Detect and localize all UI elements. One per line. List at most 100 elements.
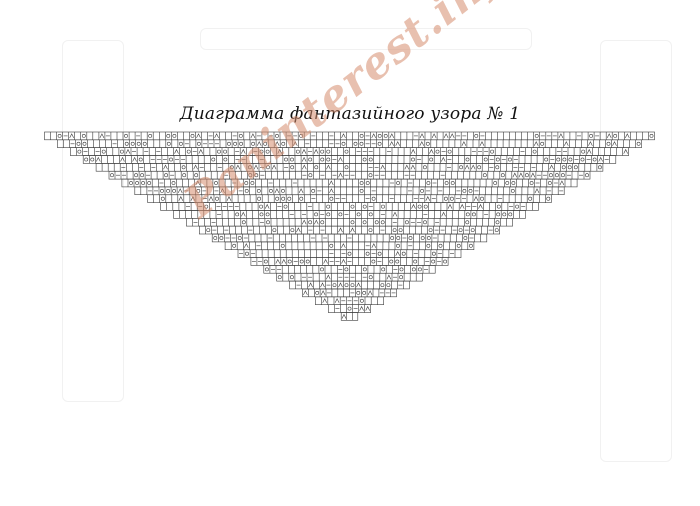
yarn-over-symbol (332, 283, 337, 288)
decrease-symbol (320, 282, 325, 288)
yarn-over-symbol (213, 236, 218, 240)
yarn-over-symbol (147, 181, 152, 185)
yarn-over-symbol (350, 283, 355, 288)
yarn-over-symbol (422, 165, 427, 170)
decrease-symbol (193, 164, 198, 170)
yarn-over-symbol (223, 149, 228, 154)
decrease-symbol (163, 164, 168, 170)
yarn-over-symbol (561, 165, 566, 170)
yarn-over-symbol (359, 188, 364, 193)
yarn-over-symbol (585, 173, 589, 178)
decrease-symbol (429, 148, 434, 154)
yarn-over-symbol (326, 157, 331, 162)
yarn-over-symbol (120, 149, 124, 154)
yarn-over-symbol (368, 228, 373, 233)
yarn-over-symbol (399, 267, 404, 272)
yarn-over-symbol (290, 228, 295, 233)
yarn-over-symbol (235, 212, 240, 217)
yarn-over-symbol (214, 181, 218, 185)
yarn-over-symbol (443, 196, 448, 201)
yarn-over-symbol (141, 181, 146, 185)
yarn-over-symbol (287, 259, 292, 264)
yarn-over-symbol (482, 173, 487, 178)
decrease-symbol (606, 133, 612, 139)
yarn-over-symbol (411, 157, 415, 162)
yarn-over-symbol (166, 141, 171, 146)
yarn-over-symbol (329, 243, 334, 248)
yarn-over-symbol (263, 259, 268, 264)
decrease-symbol (341, 258, 346, 264)
yarn-over-symbol (124, 141, 129, 146)
decrease-symbol (277, 148, 282, 154)
yarn-over-symbol (283, 204, 288, 209)
yarn-over-symbol (223, 157, 228, 162)
yarn-over-symbol (613, 133, 618, 138)
yarn-over-symbol (581, 149, 586, 154)
decrease-symbol (431, 133, 437, 139)
yarn-over-symbol (160, 188, 164, 193)
chart-row (340, 312, 359, 321)
yarn-over-symbol (465, 212, 470, 217)
yarn-over-symbol (525, 173, 529, 178)
decrease-symbol (250, 133, 256, 139)
yarn-over-symbol (166, 188, 171, 193)
yarn-over-symbol (169, 157, 173, 162)
yarn-over-symbol (459, 165, 464, 170)
decrease-symbol (302, 164, 307, 170)
decrease-symbol (395, 251, 400, 256)
decrease-symbol (386, 274, 392, 280)
decrease-symbol (281, 258, 287, 264)
decrease-symbol (308, 282, 313, 288)
yarn-over-symbol (344, 267, 349, 272)
decrease-symbol (214, 133, 219, 139)
yarn-over-symbol (389, 259, 394, 264)
yarn-over-symbol (284, 157, 288, 162)
decrease-symbol (329, 188, 334, 194)
yarn-over-symbol (381, 204, 385, 209)
yarn-over-symbol (190, 133, 195, 138)
decrease-symbol (235, 164, 241, 170)
yarn-over-symbol (495, 157, 500, 162)
decrease-symbol (549, 164, 554, 170)
decrease-symbol (389, 133, 395, 139)
decrease-symbol (359, 305, 364, 311)
yarn-over-symbol (549, 173, 553, 178)
decrease-symbol (69, 133, 74, 139)
yarn-over-symbol (606, 141, 611, 146)
yarn-over-symbol (320, 149, 325, 154)
yarn-over-symbol (308, 173, 313, 178)
decrease-symbol (198, 148, 204, 154)
yarn-over-symbol (244, 188, 249, 193)
yarn-over-symbol (275, 196, 280, 201)
decrease-symbol (623, 148, 628, 154)
yarn-over-symbol (247, 165, 252, 170)
yarn-over-symbol (592, 157, 597, 162)
decrease-symbol (338, 156, 343, 162)
decrease-symbol (195, 180, 201, 186)
yarn-over-symbol (458, 228, 463, 233)
decrease-symbol (326, 164, 331, 170)
decrease-symbol (296, 227, 301, 233)
yarn-over-symbol (356, 212, 361, 217)
yarn-over-symbol (362, 290, 367, 295)
decrease-symbol (558, 133, 564, 139)
yarn-over-symbol (251, 141, 256, 146)
chart-row (44, 131, 655, 141)
yarn-over-symbol (295, 149, 300, 154)
yarn-over-symbol (392, 228, 397, 233)
yarn-over-symbol (281, 141, 286, 146)
yarn-over-symbol (547, 181, 552, 185)
decrease-symbol (598, 156, 603, 162)
yarn-over-symbol (528, 196, 533, 201)
yarn-over-symbol (76, 141, 81, 146)
decrease-symbol (338, 172, 343, 178)
yarn-over-symbol (502, 212, 507, 217)
yarn-over-symbol (426, 236, 431, 240)
decrease-symbol (301, 219, 307, 225)
yarn-over-symbol (142, 141, 147, 146)
decrease-symbol (441, 156, 446, 162)
decrease-symbol (313, 148, 319, 154)
yarn-over-symbol (347, 251, 352, 256)
yarn-over-symbol (356, 290, 361, 295)
